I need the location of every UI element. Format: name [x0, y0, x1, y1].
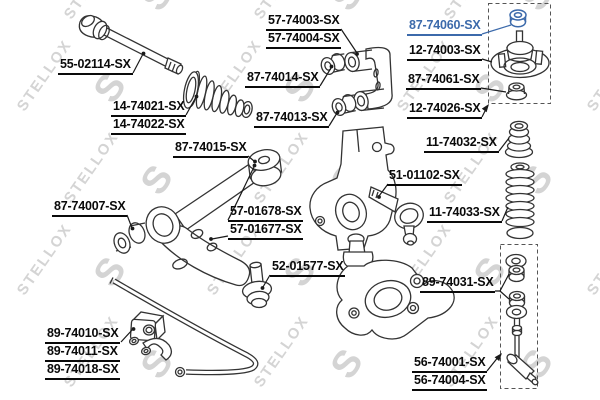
part-bump-stop	[504, 120, 534, 159]
part-control-arm	[145, 149, 283, 287]
part-inner-tie-rod	[78, 14, 184, 75]
part-label-11-74033-sx[interactable]: 11-74033-SX	[427, 206, 502, 223]
part-label-89-74010-sx[interactable]: 89-74010-SX	[45, 327, 120, 344]
part-label-87-74015-sx[interactable]: 87-74015-SX	[173, 141, 248, 158]
part-label-87-74014-sx[interactable]: 87-74014-SX	[245, 71, 320, 88]
part-label-14-74022-sx[interactable]: 14-74022-SX	[111, 118, 186, 135]
part-tie-rod-end	[368, 186, 424, 246]
part-strut-mount-87-74060[interactable]	[509, 9, 527, 28]
part-label-51-01102-sx[interactable]: 51-01102-SX	[387, 169, 462, 186]
part-stabilizer-bar	[109, 277, 259, 378]
assembly-box-stabilizer-link	[500, 244, 538, 389]
part-bushing-87-74061	[505, 82, 528, 101]
part-bushing-87-74013	[331, 94, 357, 116]
part-label-57-74004-sx[interactable]: 57-74004-SX	[266, 32, 341, 49]
part-label-12-74026-sx[interactable]: 12-74026-SX	[407, 102, 482, 119]
part-label-57-74003-sx[interactable]: 57-74003-SX	[266, 14, 341, 31]
part-strut-mount-12-74003	[490, 30, 550, 79]
part-stabilizer-bushing-block	[129, 311, 166, 342]
part-stabilizer-link	[505, 253, 539, 386]
part-label-87-74013-sx[interactable]: 87-74013-SX	[254, 111, 329, 128]
part-label-55-02114-sx[interactable]: 55-02114-SX	[58, 58, 133, 75]
part-label-87-74007-sx[interactable]: 87-74007-SX	[52, 200, 127, 217]
part-label-89-74031-sx[interactable]: 89-74031-SX	[420, 276, 495, 293]
part-knuckle-upper	[309, 126, 397, 251]
leader-lines	[120, 24, 512, 372]
part-label-56-74004-sx[interactable]: 56-74004-SX	[412, 374, 487, 391]
part-steering-rack-boot	[182, 70, 253, 119]
assembly-box-strut-mount	[488, 3, 551, 104]
part-label-87-74060-sx-highlighted[interactable]: 87-74060-SX	[407, 19, 482, 36]
part-label-52-01577-sx[interactable]: 52-01577-SX	[270, 260, 345, 277]
part-label-87-74061-sx[interactable]: 87-74061-SX	[406, 73, 481, 90]
part-dust-boot	[505, 162, 535, 240]
part-stabilizer-bracket	[128, 336, 173, 361]
part-label-57-01678-sx[interactable]: 57-01678-SX	[228, 205, 303, 222]
part-label-14-74021-sx[interactable]: 14-74021-SX	[111, 100, 186, 117]
part-label-57-01677-sx[interactable]: 57-01677-SX	[228, 223, 303, 240]
part-hub-knuckle	[336, 233, 455, 340]
part-label-11-74032-sx[interactable]: 11-74032-SX	[424, 136, 499, 153]
part-label-89-74011-sx[interactable]: 89-74011-SX	[45, 345, 120, 362]
part-label-56-74001-sx[interactable]: 56-74001-SX	[412, 356, 487, 373]
part-label-89-74018-sx[interactable]: 89-74018-SX	[45, 363, 120, 380]
part-rear-link	[344, 46, 393, 112]
part-label-12-74003-sx[interactable]: 12-74003-SX	[407, 44, 482, 61]
